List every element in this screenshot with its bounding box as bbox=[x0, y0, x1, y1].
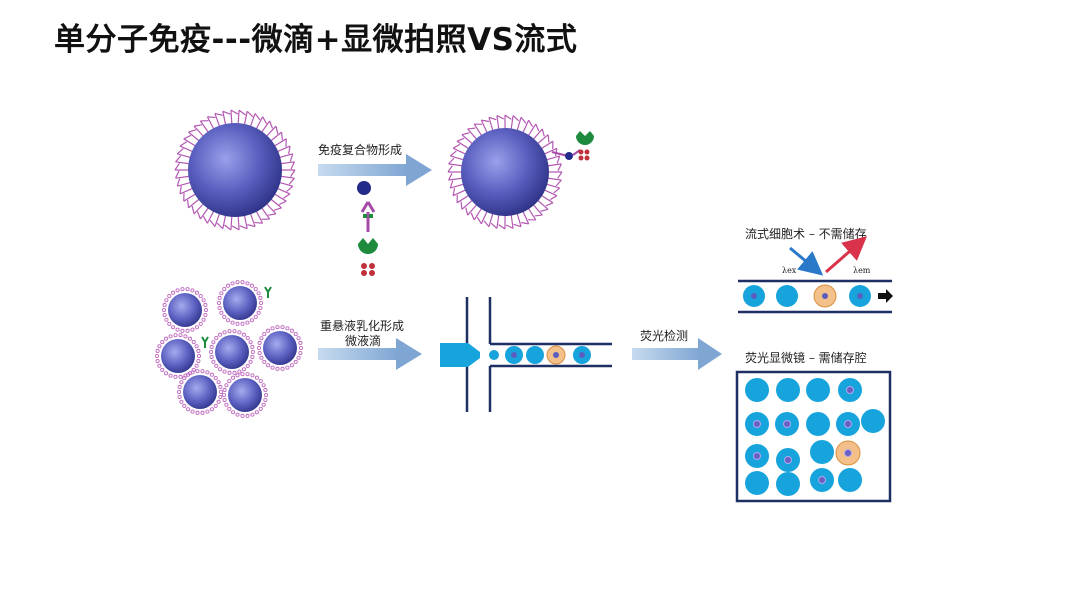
step3-label: 荧光检测 bbox=[640, 328, 688, 343]
slide-title: 单分子免疫---微滴+显微拍照VS流式 bbox=[54, 22, 578, 58]
detection-antibody-icon bbox=[360, 201, 376, 232]
flow-channel bbox=[738, 279, 892, 314]
capture-bead-large bbox=[174, 109, 296, 231]
step1-label: 免疫复合物形成 bbox=[318, 142, 402, 157]
lambda-ex-label: λex bbox=[782, 266, 797, 275]
antigen-icon bbox=[357, 181, 371, 195]
step2-arrow bbox=[318, 338, 422, 370]
chamber-droplets bbox=[745, 378, 885, 496]
step2-label-line1: 重悬液乳化形成 bbox=[320, 318, 404, 333]
flow-cytometry-label: 流式细胞术 – 不需储存 bbox=[745, 226, 867, 241]
step1-arrow bbox=[318, 154, 432, 186]
excitation-arrow bbox=[789, 246, 824, 276]
step3-arrow bbox=[632, 338, 722, 370]
lambda-em-label: λem bbox=[853, 266, 871, 275]
emission-arrow bbox=[825, 236, 868, 274]
emulsion-nozzle bbox=[440, 343, 499, 367]
flow-direction-arrow-icon bbox=[878, 289, 893, 303]
microscope-label: 荧光显微镜 – 需储存腔 bbox=[745, 350, 867, 365]
immune-complex-bead bbox=[447, 114, 594, 230]
bead-cluster bbox=[154, 280, 304, 418]
step2-label-line2: 微液滴 bbox=[345, 333, 381, 348]
storage-chamber bbox=[735, 370, 892, 503]
enzyme-label-icon bbox=[358, 238, 378, 276]
channel-droplets bbox=[505, 345, 591, 365]
microfluidic-chip bbox=[465, 297, 612, 412]
